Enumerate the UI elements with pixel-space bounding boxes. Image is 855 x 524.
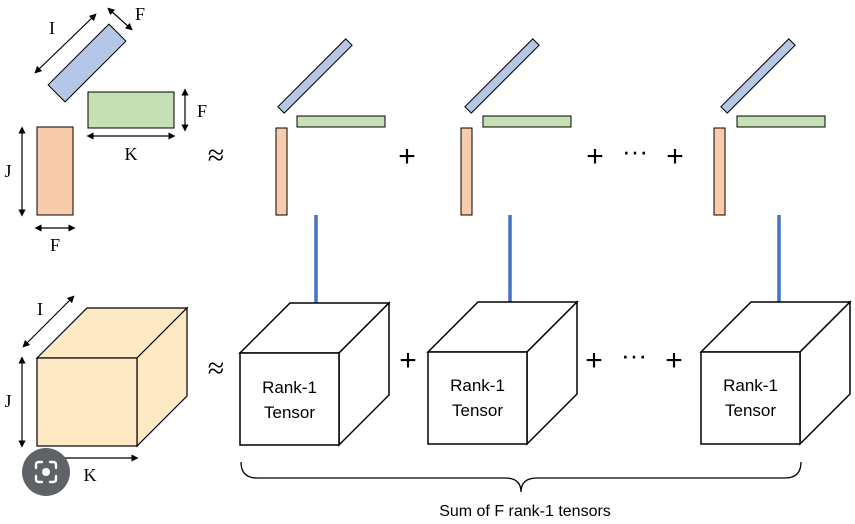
- factor-vector-a2: [464, 38, 540, 114]
- factor-vector-c2: [460, 127, 473, 216]
- dim-arrow-f-top: [107, 7, 133, 31]
- approx-symbol-bottom: ≈: [208, 352, 224, 385]
- factor-vector-bf: [736, 115, 826, 128]
- label-k-top: K: [125, 144, 138, 164]
- label-j-top: J: [4, 161, 11, 181]
- label-k-bottom: K: [84, 465, 97, 485]
- tensor-label-line2: Tensor: [725, 401, 776, 420]
- tensor-label-line1: Rank-1: [262, 378, 317, 397]
- lens-search-button[interactable]: [22, 448, 70, 496]
- factor-matrix-a: [47, 23, 127, 103]
- rank1-factors-2: [460, 38, 572, 216]
- tensor-label-line2: Tensor: [264, 403, 315, 422]
- plus-bottom-2: +: [585, 344, 603, 377]
- dim-arrow-i-bottom: [22, 295, 75, 348]
- label-f-top: F: [135, 4, 145, 24]
- plus-top-2: +: [586, 140, 604, 173]
- sum-brace: [240, 461, 802, 493]
- label-f-right: F: [197, 101, 207, 121]
- label-i-bottom: I: [37, 299, 43, 319]
- factor-vector-b2: [482, 115, 572, 128]
- factor-vector-af: [720, 38, 796, 114]
- label-f-bottom: F: [50, 235, 60, 255]
- factor-matrix-b: [87, 91, 175, 129]
- dim-arrow-i: [34, 13, 97, 74]
- rank1-tensor-cube-2: Rank-1 Tensor: [426, 300, 579, 446]
- plus-top-1: +: [398, 140, 416, 173]
- plus-bottom-3: +: [665, 344, 683, 377]
- ellipsis-bottom: ···: [621, 340, 647, 370]
- lens-icon: [34, 460, 58, 484]
- factor-matrices: I F F K J F: [4, 4, 207, 255]
- approx-symbol-top: ≈: [208, 139, 224, 172]
- tensor-label-line2: Tensor: [452, 401, 503, 420]
- factor-vector-c1: [275, 127, 288, 216]
- factor-vector-a1: [277, 38, 353, 114]
- label-j-bottom: J: [4, 391, 11, 411]
- original-tensor-cube: [35, 306, 189, 448]
- plus-bottom-1: +: [399, 344, 417, 377]
- tensor-label-line1: Rank-1: [723, 376, 778, 395]
- rank1-tensor-cube-1: Rank-1 Tensor: [238, 301, 391, 447]
- rank1-factors-1: [275, 38, 386, 216]
- tensor-label-line1: Rank-1: [450, 376, 505, 395]
- factor-matrix-c: [36, 126, 74, 216]
- label-i: I: [49, 18, 55, 38]
- factor-vector-cf: [713, 127, 726, 216]
- sum-caption: Sum of F rank-1 tensors: [439, 503, 611, 520]
- factor-vector-b1: [296, 115, 386, 128]
- ellipsis-top: ···: [622, 136, 648, 166]
- rank1-tensor-cube-f: Rank-1 Tensor: [699, 300, 852, 446]
- plus-top-3: +: [666, 140, 684, 173]
- rank1-factors-f: [713, 38, 826, 216]
